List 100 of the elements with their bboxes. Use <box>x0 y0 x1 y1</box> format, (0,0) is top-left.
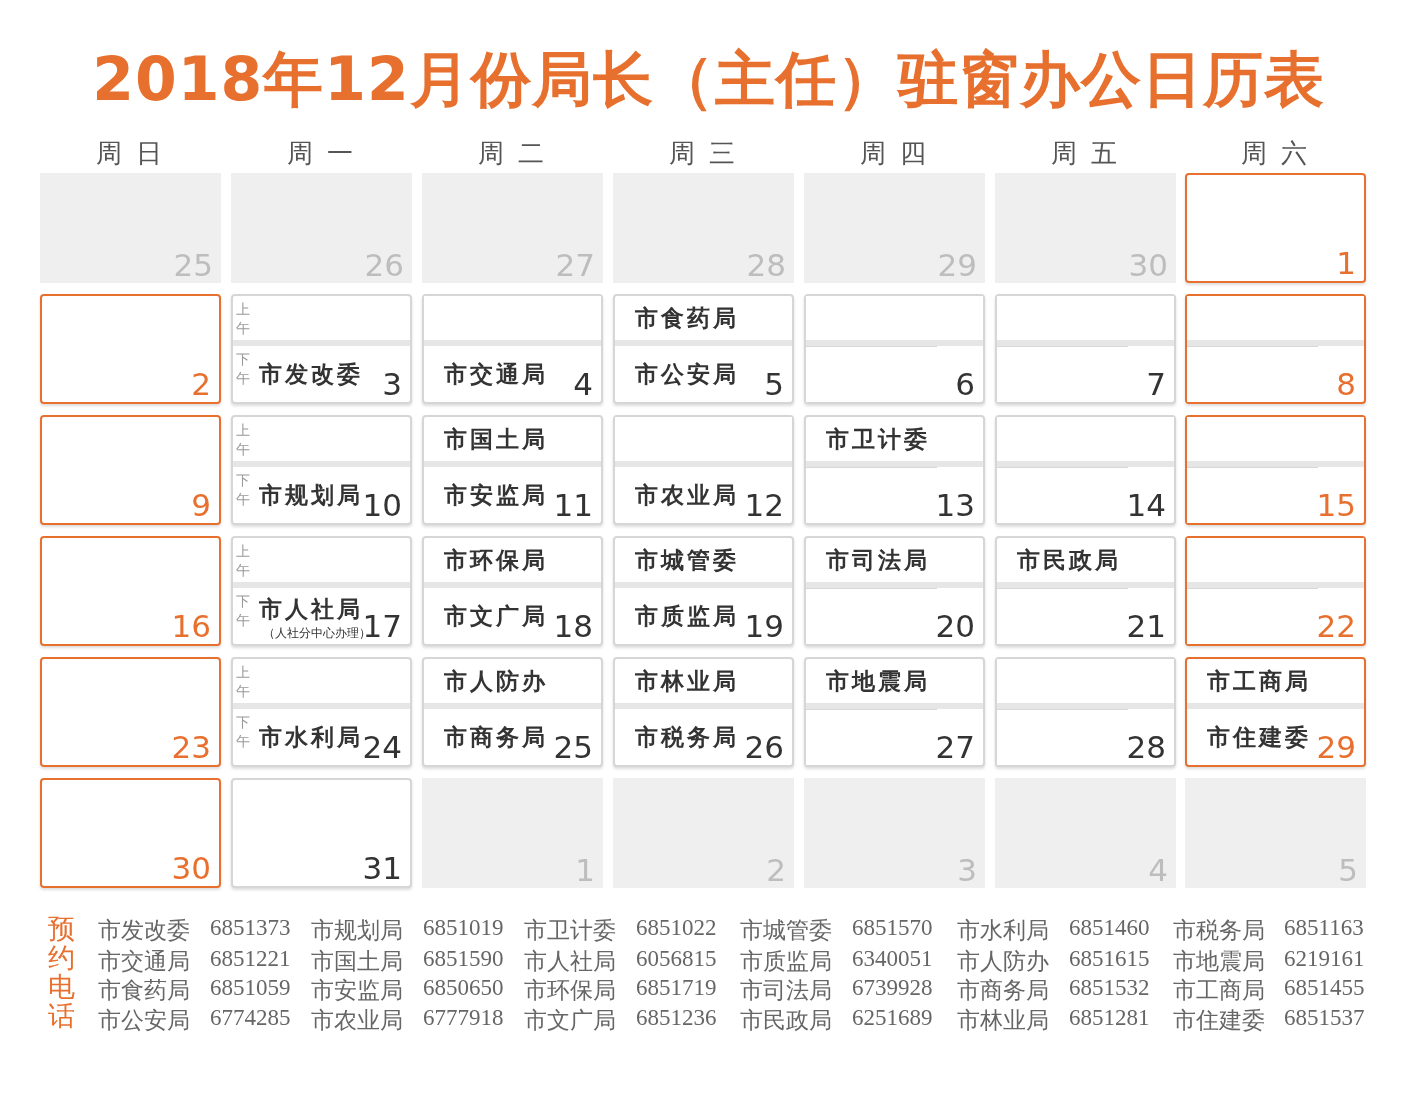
calendar-day-cell <box>40 294 221 404</box>
time-period-mark: 上午 <box>236 663 250 701</box>
agency-name: 市交通局 <box>444 359 548 389</box>
agency-name: 市税务局 <box>1173 917 1265 945</box>
day-number: 26 <box>744 732 784 763</box>
day-number: 21 <box>1126 611 1166 642</box>
time-slot-box <box>997 467 1128 523</box>
agency-name: 市发改委 <box>259 359 363 389</box>
calendar-day-cell <box>995 657 1176 767</box>
time-slot-box <box>615 417 792 467</box>
calendar-day-cell <box>613 536 794 646</box>
agency-name: 市环保局 <box>524 977 616 1005</box>
day-number: 10 <box>362 490 402 521</box>
calendar-day-cell <box>40 536 221 646</box>
phone-number: 6851537 <box>1284 1005 1365 1031</box>
agency-name: 市林业局 <box>635 666 739 696</box>
calendar-day-cell <box>1185 415 1366 525</box>
day-number: 14 <box>1126 490 1166 521</box>
phone-label: 预约电话 <box>48 914 76 1030</box>
agency-name: 市城管委 <box>740 917 832 945</box>
calendar-day-cell <box>995 294 1176 404</box>
day-number: 22 <box>1316 611 1356 642</box>
time-slot-box <box>1187 538 1364 588</box>
agency-name: 市环保局 <box>444 545 548 575</box>
time-slot-box <box>1187 467 1318 523</box>
agency-name: 市城管委 <box>635 545 739 575</box>
time-slot-box <box>1187 296 1364 346</box>
day-number: 5 <box>764 369 784 400</box>
day-number: 7 <box>1146 369 1166 400</box>
calendar-day-cell <box>1185 536 1366 646</box>
time-period-mark: 上午 <box>236 300 250 338</box>
phone-number: 6851059 <box>210 975 291 1001</box>
agency-name: 市民政局 <box>1017 545 1121 575</box>
phone-number: 6851163 <box>1284 915 1364 941</box>
day-number: 18 <box>553 611 593 642</box>
calendar-day-cell <box>804 536 985 646</box>
time-slot-box <box>997 346 1128 402</box>
agency-name: 市水利局 <box>259 722 363 752</box>
calendar-day-cell <box>422 536 603 646</box>
agency-name: 市商务局 <box>444 722 548 752</box>
time-slot-box <box>806 346 937 402</box>
agency-name: 市质监局 <box>635 601 739 631</box>
title: 2018年12月份局长（主任）驻窗办公日历表 <box>91 43 1326 116</box>
agency-name: 市公安局 <box>98 1007 190 1035</box>
day-number: 13 <box>935 490 975 521</box>
agency-name: 市食药局 <box>635 303 739 333</box>
phone-number: 6851221 <box>210 946 291 972</box>
time-slot-box <box>997 659 1174 709</box>
agency-name: 市农业局 <box>635 480 739 510</box>
agency-name: 市地震局 <box>826 666 930 696</box>
agency-name: 市工商局 <box>1173 977 1265 1005</box>
calendar-day-cell <box>231 778 412 888</box>
phone-number: 6851236 <box>636 1005 717 1031</box>
day-number: 8 <box>1336 369 1356 400</box>
agency-name: 市人防办 <box>444 666 548 696</box>
agency-name: 市卫计委 <box>826 424 930 454</box>
agency-name: 市农业局 <box>311 1007 403 1035</box>
time-slot-box <box>1187 417 1364 467</box>
phone-number: 6851719 <box>636 975 717 1001</box>
day-number: 25 <box>553 732 593 763</box>
agency-name: 市安监局 <box>444 480 548 510</box>
day-number: 28 <box>1126 732 1166 763</box>
phone-number: 6850650 <box>423 975 504 1001</box>
time-period-mark: 上午 <box>236 421 250 459</box>
phone-number: 6219161 <box>1284 946 1365 972</box>
agency-name: 市人社局 <box>524 948 616 976</box>
calendar-day-cell <box>995 536 1176 646</box>
day-number: 20 <box>935 611 975 642</box>
calendar-day-cell <box>613 294 794 404</box>
agency-name: 市规划局 <box>311 917 403 945</box>
agency-name: 市住建委 <box>1173 1007 1265 1035</box>
day-number: 16 <box>171 611 211 642</box>
agency-name: 市司法局 <box>826 545 930 575</box>
weekday-header: 周三 <box>667 137 750 170</box>
agency-name: 市人防办 <box>957 948 1049 976</box>
time-slot-box <box>424 296 601 346</box>
time-slot-box <box>1187 346 1318 402</box>
day-number: 3 <box>382 369 402 400</box>
day-number: 15 <box>1316 490 1356 521</box>
agency-name: 市食药局 <box>98 977 190 1005</box>
day-number: 12 <box>744 490 784 521</box>
agency-name: 市文广局 <box>524 1007 616 1035</box>
time-slot-box <box>997 588 1128 644</box>
weekday-header: 周一 <box>285 137 368 170</box>
day-number: 24 <box>362 732 402 763</box>
phone-number: 6851615 <box>1069 946 1150 972</box>
day-number: 30 <box>171 853 211 884</box>
agency-name: 市交通局 <box>98 948 190 976</box>
phone-number: 6851455 <box>1284 975 1365 1001</box>
time-period-mark: 下午 <box>236 471 250 509</box>
day-number: 27 <box>935 732 975 763</box>
phone-number: 6851590 <box>423 946 504 972</box>
weekday-header: 周二 <box>476 137 559 170</box>
day-number: 19 <box>744 611 784 642</box>
calendar-day-cell <box>804 294 985 404</box>
calendar-day-cell <box>804 415 985 525</box>
phone-number: 6851460 <box>1069 915 1150 941</box>
calendar-day-cell <box>40 657 221 767</box>
calendar-day-cell <box>422 415 603 525</box>
weekday-header: 周五 <box>1049 137 1132 170</box>
